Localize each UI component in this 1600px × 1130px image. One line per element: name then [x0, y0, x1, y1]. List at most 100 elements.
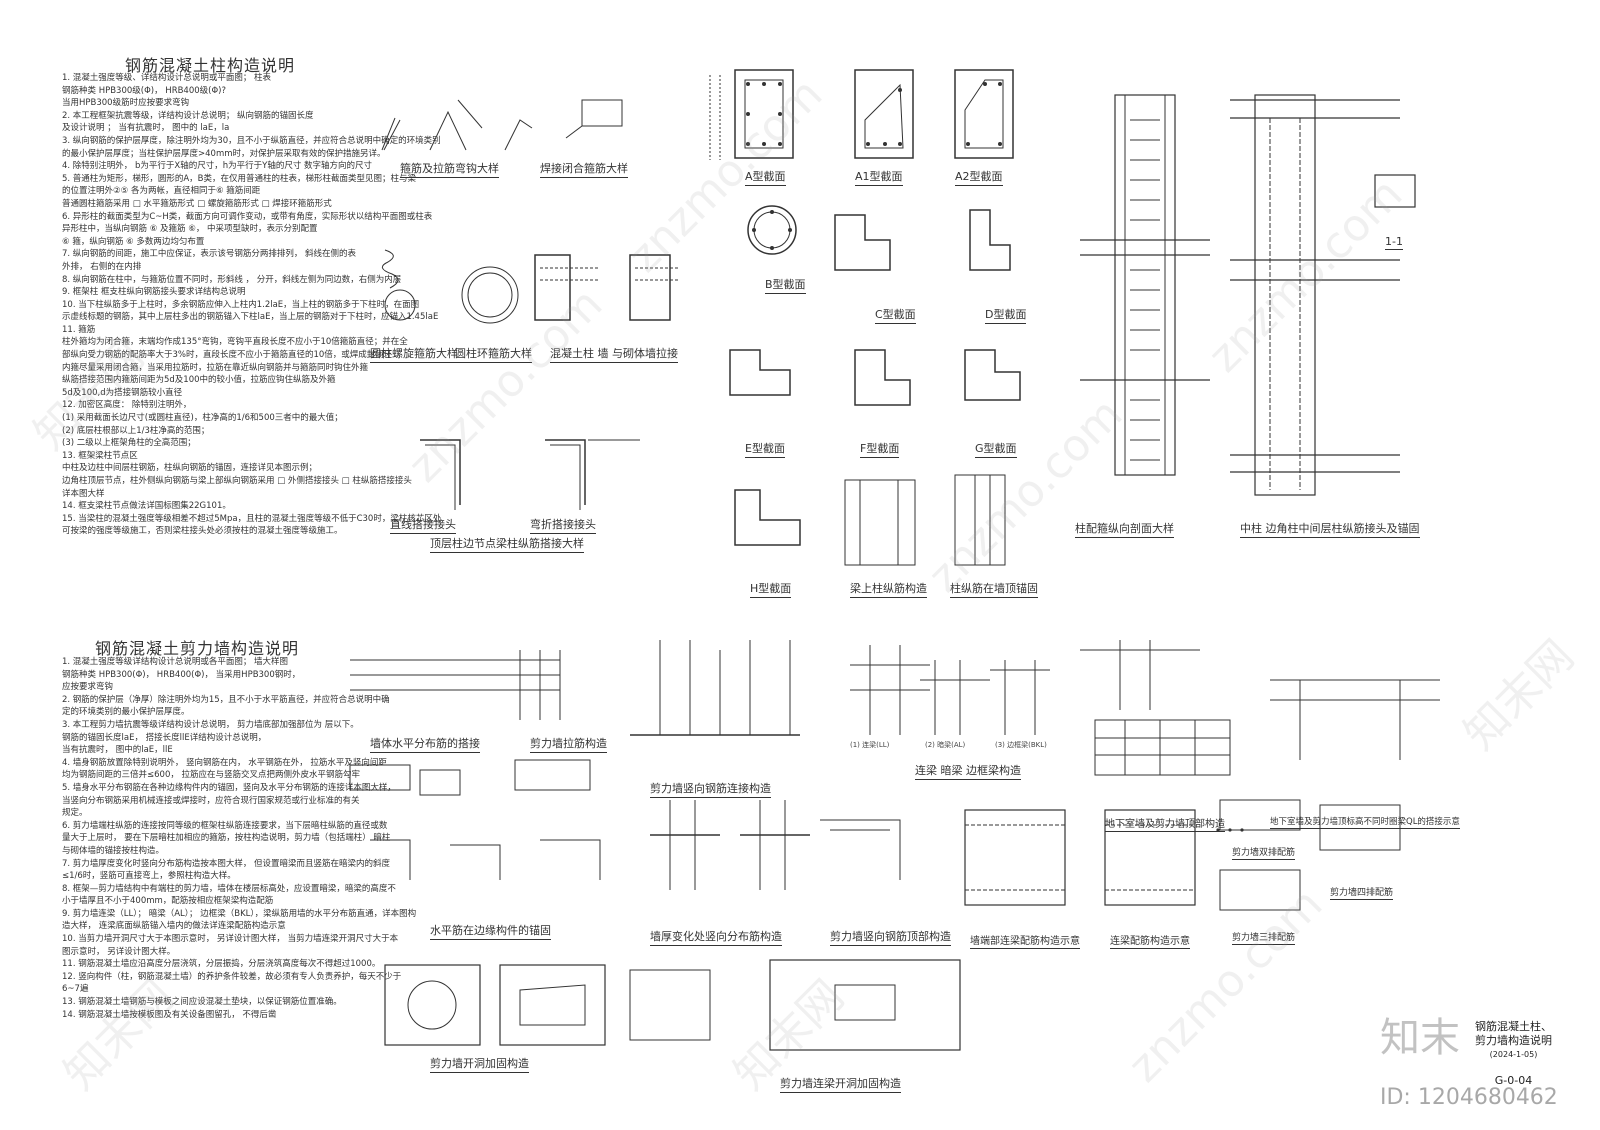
caption-type-a1: A1型截面 — [855, 168, 903, 186]
note-line: 均为钢筋间距的三倍并≤600， 拉筋应在与竖筋交叉点把两侧外皮水平钢筋勾牢 — [62, 770, 361, 781]
note-line: 8. 框架—剪力墙结构中有端柱的剪力墙，墙体在楼层标高处，应设置暗梁，暗梁的高度… — [62, 883, 396, 894]
ll-type-1: (1) 连梁(LL) — [850, 741, 890, 749]
note-line: 异形柱中，当纵向钢筋 ⑥ 及箍筋 ⑥， 中采项型缺时，表示分别配置 — [62, 224, 318, 235]
caption-type-h: H型截面 — [750, 580, 791, 598]
caption-section-11: 1-1 — [1385, 235, 1403, 248]
caption-type-a2: A2型截面 — [955, 168, 1003, 186]
caption-mid-col: 中柱 边角柱中间层柱纵筋接头及锚固 — [1240, 520, 1420, 538]
note-line: 2. 本工程框架抗震等级，详结构设计总说明； 纵向钢筋的锚固长度 — [62, 110, 314, 121]
caption-double-row: 剪力墙双排配筋 — [1232, 845, 1295, 860]
note-line: 5d及100,d为搭接钢筋较小直径 — [62, 387, 183, 398]
note-line: (1) 采用截面长边尺寸(或圆柱直径)，柱净高的1/6和500三者中的最大值； — [62, 413, 343, 424]
note-line: 6. 剪力墙端柱纵筋的连接按同等级的框架柱纵筋连接要求，当下层暗柱纵筋的直径或数 — [62, 820, 388, 831]
note-line: 钢筋的锚固长度laE， 搭接长度llE详结构设计总说明， — [62, 732, 267, 743]
note-line: 5. 普通柱为矩形，梯形，圆形的A，B类，在仅用普通柱的柱表，梯形柱截面类型见图… — [62, 173, 416, 184]
caption-col-section: 柱配箍纵向剖面大样 — [1075, 520, 1174, 538]
ll-type-2: (2) 暗梁(AL) — [925, 741, 966, 749]
note-line: 部纵向受力钢筋的配筋率大于3%时，直段长度不应小于箍筋直径的10倍，或焊成封闭环 — [62, 350, 393, 361]
title-block: 钢筋混凝土柱、 剪力墙构造说明 (2024-1-05) G-0-04 — [1475, 1020, 1552, 1088]
caption-wall-top: 柱纵筋在墙顶锚固 — [950, 580, 1038, 598]
caption-round-spiral: 圆柱螺旋箍筋大样 — [370, 345, 458, 363]
caption-wall-v-conn: 剪力墙竖向钢筋连接构造 — [650, 780, 771, 798]
caption-ll-al: 连梁 暗梁 边框梁构造 — [915, 762, 1021, 780]
note-line: 3. 纵向钢筋的保护层厚度，除注明外均为30，且不小于纵筋直径，并应符合总说明中… — [62, 135, 441, 146]
note-line: 量大于上层时， 要在下层暗柱加相应的箍筋，按柱构造说明，剪力墙（包括端柱） 暗柱 — [62, 833, 391, 844]
note-line: 规定。 — [62, 808, 88, 819]
note-line: 图示意时， 另详设计图大样。 — [62, 946, 176, 957]
note-line: 11. 钢筋混凝土墙应沿高度分层浇筑，分层振捣，分层浇筑高度每次不得超过1000… — [62, 959, 381, 970]
id-watermark: ID: 1204680462 — [1380, 1085, 1558, 1110]
ll-type-3: (3) 边框梁(BKL) — [995, 741, 1047, 749]
note-line: (2) 底层柱根部以上1/3柱净高的范围； — [62, 425, 210, 436]
note-line: 5. 墙身水平分布钢筋在各种边缘构件内的锚固，竖向及水平分布钢筋的连接详本图大样… — [62, 782, 396, 793]
caption-wall-v-top: 剪力墙竖向钢筋顶部构造 — [830, 928, 951, 946]
note-line: 7. 纵向钢筋的间距，施工中应保证，表示该号钢筋分两排排列， 斜线在侧的表 — [62, 249, 357, 260]
note-line: 当用HPB300级筋时应按要求弯钩 — [62, 98, 190, 109]
note-line: 边角柱顶层节点，柱外侧纵向钢筋与梁上部纵向钢筋采用 □ 外侧搭接接头 □ 柱纵筋… — [62, 476, 412, 486]
note-line: 7. 剪力墙厚度变化时竖向分布筋构造按本图大样， 但设置暗梁而且竖筋在暗梁内的斜… — [62, 858, 391, 869]
note-line: 10. 当剪力墙开洞尺寸大于本图示意时， 另详设计图大样， 当剪力墙连梁开洞尺寸… — [62, 934, 399, 945]
note-line: 4. 除特别注明外， b为平行于X轴的尺寸，h为平行于Y轴的尺寸 数字轴方向的尺… — [62, 161, 373, 172]
note-line: 的最小保护层厚度；当柱保护层厚度>40mm时，对保护层采取有效的保护措施另详。 — [62, 148, 386, 159]
note-line: 6. 异形柱的截面类型为C~H类，截面方向可调作变动，或带有角度，实际形状以结构… — [62, 211, 433, 222]
caption-top-joint: 顶层柱边节点梁柱纵筋搭接大样 — [430, 535, 584, 553]
note-line: 1. 混凝土强度等级详结构设计总说明或各平面图； 墙大样图 — [62, 657, 289, 667]
note-line: 15. 当梁柱的混凝土强度等级相差不超过5Mpa，且柱的混凝土强度等级不低于C3… — [62, 513, 442, 524]
note-line: 及设计说明 ； 当有抗震时， 图中的 laE，la — [62, 123, 230, 134]
caption-beam-col: 梁上柱纵筋构造 — [850, 580, 927, 598]
caption-basement-wall: 地下室墙及剪力墙顶部构造 — [1105, 815, 1225, 832]
note-line: ≤1/6时，竖筋可直接弯上，参照柱构造大样。 — [62, 871, 236, 882]
note-line: 普通圆柱箍筋采用 □ 水平箍筋形式 □ 螺旋箍筋形式 □ 焊接环箍筋形式 — [62, 198, 332, 209]
caption-type-g: G型截面 — [975, 440, 1017, 458]
brand-logo: 知末 — [1380, 1015, 1460, 1061]
note-line: 造大样， 连梁底面纵筋锚入墙内的做法详连梁配筋构造示意 — [62, 921, 286, 932]
note-line: 4. 墙身钢筋放置除特别说明外， 竖向钢筋在内， 水平钢筋在外， 拉筋水平及竖向… — [62, 757, 387, 768]
note-line: 14. 框支梁柱节点做法详国标图集22G101。 — [62, 501, 231, 512]
title-line-1: 钢筋混凝土柱、 — [1475, 1020, 1552, 1033]
caption-type-f: F型截面 — [860, 440, 899, 458]
caption-three-row: 剪力墙三排配筋 — [1232, 930, 1295, 945]
caption-wall-h-lap: 墙体水平分布筋的搭接 — [370, 735, 480, 753]
note-line: ⑥ 箍，纵向钢筋 ⑥ 多数两边均匀布置 — [62, 236, 205, 247]
caption-bend-lap: 弯折搭接接头 — [530, 516, 596, 534]
column-notes-title: 钢筋混凝土柱构造说明 — [125, 56, 296, 75]
note-line: 应按要求弯钩 — [62, 682, 114, 693]
note-line: 8. 纵向钢筋在柱中，与箍筋位置不同时，形斜线 ， 分开，斜线左侧为同边数，右侧… — [62, 274, 402, 285]
note-line: 3. 本工程剪力墙抗震等级详结构设计总说明， 剪力墙底部加强部位为 层以下。 — [62, 719, 359, 730]
note-line: 详本图大样 — [62, 488, 105, 499]
caption-type-e: E型截面 — [745, 440, 785, 458]
caption-type-d: D型截面 — [985, 306, 1026, 324]
note-line: 钢筋种类 HPB300级(Φ)， HRB400级(Φ)? — [62, 85, 226, 96]
note-line: 14. 钢筋混凝土墙按模板图及有关设备图留孔， 不得后凿 — [62, 1009, 277, 1020]
note-line: 9. 剪力墙连梁（LL）； 暗梁（AL）； 边框梁（BKL），梁纵筋用墙的水平分… — [62, 908, 417, 919]
caption-lintel-cfg: 连梁配筋构造示意 — [1110, 932, 1190, 949]
caption-type-c: C型截面 — [875, 306, 916, 324]
note-line: 柱外箍均为闭合箍，末端均作成135°弯钩，弯钩平直段长度不应小于10倍箍筋直径；… — [62, 337, 408, 348]
note-line: 9. 框架柱 框支柱纵向钢筋接头要求详结构总说明 — [62, 287, 246, 298]
note-line: 与砌体墙的锚接按柱构造。 — [62, 845, 165, 856]
wall-notes: 1. 混凝土强度等级详结构设计总说明或各平面图； 墙大样图 钢筋种类 HPB30… — [62, 656, 416, 1021]
note-line: 小于墙厚且不小于400mm，配筋按相应框架梁构造配筋 — [62, 896, 274, 907]
caption-type-a: A型截面 — [745, 168, 786, 186]
note-line: 13. 框架梁柱节点区 — [62, 450, 138, 461]
wall-notes-title: 钢筋混凝土剪力墙构造说明 — [95, 639, 300, 658]
note-line: 纵筋搭接范围内箍筋间距为5d及100中的较小值，拉筋应钩住纵筋及外箍 — [62, 375, 336, 386]
caption-wall-tie: 混凝土柱 墙 与砌体墙拉接 — [550, 345, 678, 363]
note-line: 11. 箍筋 — [62, 324, 96, 335]
caption-straight-lap: 直线搭接接头 — [390, 516, 456, 534]
caption-four-row: 剪力墙四排配筋 — [1330, 885, 1393, 900]
caption-type-b: B型截面 — [765, 276, 806, 294]
note-line: 内箍尽量采用闭合箍，当采用拉筋时，拉筋在靠近纵向钢筋并与箍筋同时钩住外箍 — [62, 362, 369, 373]
caption-ql: 地下室墙及剪力墙顶标高不同时圈梁QL的搭接示意 — [1270, 817, 1460, 827]
note-line: 示虚线标题的钢筋，其中上层柱多出的钢筋锚入下柱laE，当上层的钢筋对于下柱时，应… — [62, 312, 439, 323]
caption-weld-hoop: 焊接闭合箍筋大样 — [540, 160, 628, 178]
note-line: 可按梁的强度等级施工，否则梁柱接头处必须按柱的混凝土强度等级施工。 — [62, 526, 343, 537]
note-line: 10. 当下柱纵筋多于上柱时，多余钢筋应伸入上柱内1.2laE，当上柱的钢筋多于… — [62, 299, 420, 310]
note-line: 钢筋种类 HPB300(Φ)， HRB400(Φ)， 当采用HPB300钢时， — [62, 669, 301, 680]
drawing-number: G-0-04 — [1494, 1074, 1533, 1087]
caption-wall-thick: 墙厚变化处竖向分布筋构造 — [650, 928, 782, 946]
note-line: 定的环境类别的最小保护层厚度。 — [62, 707, 190, 718]
note-line: 6~7遍 — [62, 984, 89, 995]
note-line: 当有抗震时， 图中的laE，llE — [62, 745, 173, 756]
